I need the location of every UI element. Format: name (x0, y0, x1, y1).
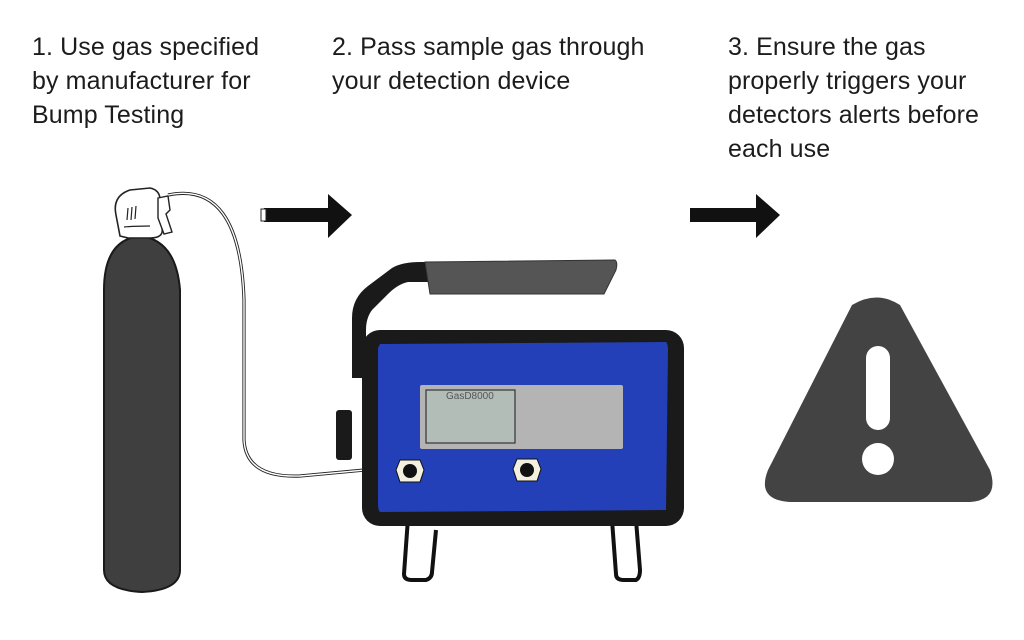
arrow-right-icon (260, 194, 352, 238)
step-2-line-2: your detection device (332, 67, 571, 95)
step-1-instruction: 1. Use gas specified by manufacturer for… (32, 30, 259, 132)
step-3-line-3: detectors alerts before (728, 101, 980, 129)
gas-cylinder-icon (103, 187, 181, 594)
step-3-line-1: 3. Ensure the gas (728, 33, 926, 61)
device-model-label: GasD8000 (446, 391, 494, 402)
step-3-line-2: properly triggers your (728, 67, 967, 95)
step-2-instruction: 2. Pass sample gas through your detectio… (332, 30, 645, 98)
step-3-instruction: 3. Ensure the gas properly triggers your… (728, 30, 979, 166)
step-1-line-2: by manufacturer for (32, 67, 251, 95)
warning-triangle-icon (764, 297, 993, 502)
step-2-line-1: 2. Pass sample gas through (332, 33, 645, 61)
step-1-line-1: 1. Use gas specified (32, 33, 260, 61)
step-1-line-3: Bump Testing (32, 101, 185, 129)
step-3-line-4: each use (728, 135, 831, 163)
gas-detector-icon (336, 259, 684, 582)
arrow-right-icon (690, 194, 780, 238)
